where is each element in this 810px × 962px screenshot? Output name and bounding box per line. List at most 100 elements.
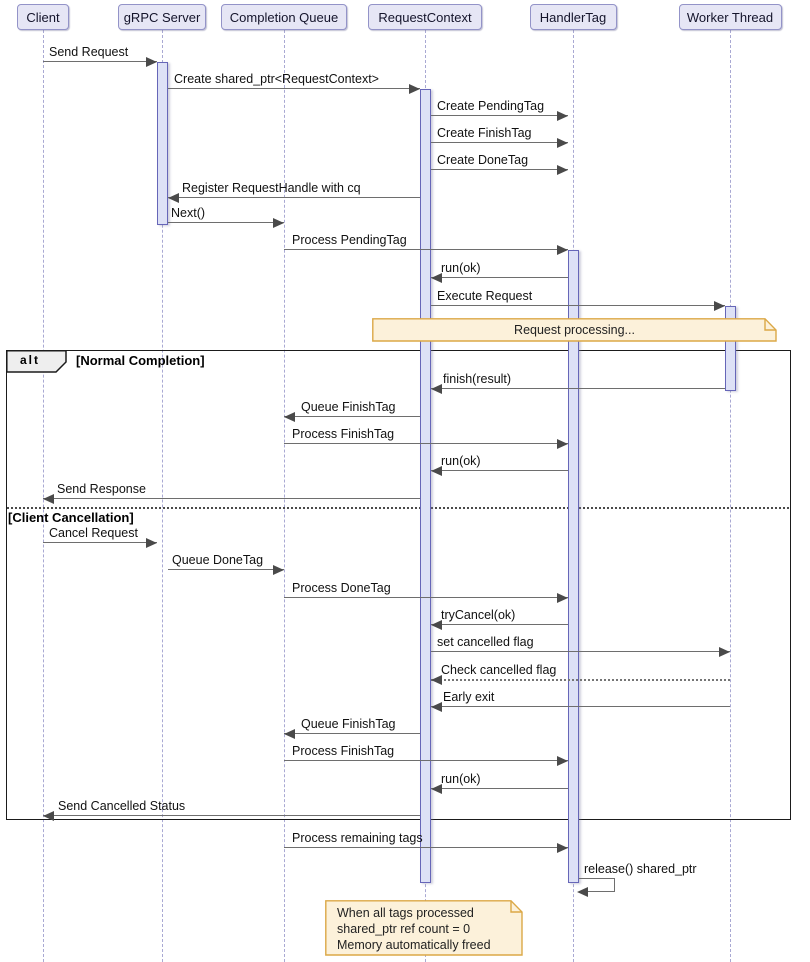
arrowhead bbox=[409, 83, 420, 94]
arrowhead bbox=[719, 646, 730, 657]
arrowhead bbox=[557, 592, 568, 603]
activation-bar-handlertag bbox=[568, 250, 579, 883]
message-line bbox=[284, 597, 568, 599]
message-label: Create shared_ptr<RequestContext> bbox=[174, 72, 379, 86]
message-line bbox=[43, 542, 157, 544]
message-line bbox=[431, 277, 568, 279]
arrowhead bbox=[431, 465, 442, 476]
message-line bbox=[431, 788, 568, 790]
alt-frame-pentagon bbox=[6, 350, 68, 374]
lifeline-worker-thread bbox=[729, 30, 731, 962]
message-line bbox=[431, 679, 730, 682]
message-line bbox=[431, 388, 725, 390]
message-label: Process PendingTag bbox=[292, 233, 407, 247]
message-label: Queue FinishTag bbox=[301, 400, 396, 414]
message-line bbox=[431, 624, 568, 626]
arrowhead bbox=[431, 674, 442, 685]
alt-frame bbox=[6, 350, 791, 820]
arrowhead bbox=[431, 783, 442, 794]
message-line bbox=[43, 61, 157, 63]
message-label: Send Cancelled Status bbox=[58, 799, 186, 813]
activation-bar-grpc-server bbox=[157, 62, 168, 225]
message-label: set cancelled flag bbox=[437, 635, 534, 649]
message-label: Execute Request bbox=[437, 289, 533, 303]
alt-frame-condition: [Client Cancellation] bbox=[8, 510, 134, 525]
arrowhead bbox=[557, 244, 568, 255]
message-line bbox=[431, 115, 568, 117]
arrowhead bbox=[43, 810, 54, 821]
message-label: finish(result) bbox=[443, 372, 512, 386]
message-label: Check cancelled flag bbox=[441, 663, 557, 677]
message-line bbox=[431, 305, 725, 307]
note-text: shared_ptr ref count = 0 bbox=[337, 922, 471, 936]
arrowhead bbox=[284, 411, 295, 422]
arrowhead bbox=[273, 564, 284, 575]
message-line bbox=[431, 470, 568, 472]
message-label: Process DoneTag bbox=[292, 581, 391, 595]
alt-frame-tag: alt bbox=[20, 353, 41, 367]
message-label: Process FinishTag bbox=[292, 744, 395, 758]
participant-handlertag: HandlerTag bbox=[529, 4, 617, 30]
arrowhead bbox=[273, 217, 284, 228]
arrowhead bbox=[557, 438, 568, 449]
message-line bbox=[284, 733, 420, 735]
message-line bbox=[284, 249, 568, 251]
message-label: Queue DoneTag bbox=[172, 553, 264, 567]
arrowhead bbox=[557, 842, 568, 853]
alt-frame-divider bbox=[7, 507, 789, 509]
lifeline-grpc-server bbox=[161, 30, 163, 962]
message-line bbox=[168, 222, 284, 224]
arrowhead bbox=[284, 728, 295, 739]
arrowhead bbox=[431, 701, 442, 712]
arrowhead bbox=[557, 110, 568, 121]
arrowhead bbox=[146, 56, 157, 67]
message-label: Early exit bbox=[443, 690, 495, 704]
message-label: release() shared_ptr bbox=[584, 862, 697, 876]
arrowhead bbox=[431, 619, 442, 630]
arrowhead bbox=[577, 887, 588, 897]
message-line bbox=[168, 569, 284, 571]
lifeline-completion-queue bbox=[283, 30, 285, 962]
message-label: run(ok) bbox=[441, 454, 481, 468]
note bbox=[325, 900, 523, 956]
message-line bbox=[431, 706, 730, 708]
activation-bar-worker-thread bbox=[725, 306, 736, 391]
message-line bbox=[431, 142, 568, 144]
arrowhead bbox=[43, 493, 54, 504]
message-line bbox=[284, 760, 568, 762]
participant-completion-queue: Completion Queue bbox=[221, 4, 347, 30]
message-label: Cancel Request bbox=[49, 526, 138, 540]
note-text: Memory automatically freed bbox=[337, 938, 491, 952]
message-label: run(ok) bbox=[441, 772, 481, 786]
activation-bar-requestcontext bbox=[420, 89, 431, 883]
message-label: Create DoneTag bbox=[437, 153, 529, 167]
message-line bbox=[168, 197, 420, 199]
message-line bbox=[284, 847, 568, 849]
message-label: Queue FinishTag bbox=[301, 717, 396, 731]
message-line bbox=[43, 815, 420, 817]
message-label: Register RequestHandle with cq bbox=[182, 181, 361, 195]
arrowhead bbox=[714, 300, 725, 311]
message-line bbox=[168, 88, 420, 90]
arrowhead bbox=[146, 537, 157, 548]
message-line bbox=[614, 879, 615, 892]
message-line bbox=[43, 498, 420, 500]
arrowhead bbox=[557, 164, 568, 175]
arrowhead bbox=[431, 383, 442, 394]
message-label: run(ok) bbox=[441, 261, 481, 275]
message-line bbox=[284, 416, 420, 418]
participant-grpc-server: gRPC Server bbox=[118, 4, 206, 30]
message-label: Send Response bbox=[57, 482, 146, 496]
arrowhead bbox=[431, 272, 442, 283]
note-text: Request processing... bbox=[514, 323, 635, 337]
message-label: Create PendingTag bbox=[437, 99, 545, 113]
arrowhead bbox=[557, 137, 568, 148]
message-line bbox=[586, 891, 615, 893]
arrowhead bbox=[557, 755, 568, 766]
message-label: Send Request bbox=[49, 45, 129, 59]
message-label: Process FinishTag bbox=[292, 427, 395, 441]
message-line bbox=[284, 443, 568, 445]
message-label: Create FinishTag bbox=[437, 126, 532, 140]
message-line bbox=[579, 878, 615, 880]
